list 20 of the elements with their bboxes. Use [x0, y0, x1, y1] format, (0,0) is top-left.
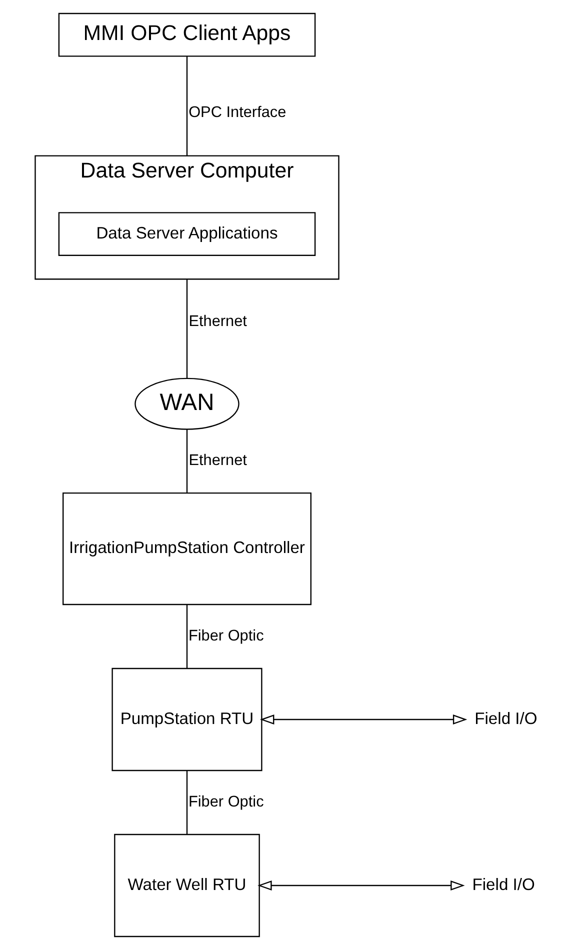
- connector: [186, 429, 188, 493]
- node-box: IrrigationPumpStation Controller: [62, 492, 312, 606]
- node-ellipse: WAN: [134, 378, 240, 430]
- connector: [186, 279, 188, 379]
- edge-label: Fiber Optic: [188, 794, 264, 811]
- node-box: PumpStation RTU: [112, 668, 262, 772]
- node-box: Data Server Applications: [58, 212, 316, 256]
- node-text: Field I/O: [472, 874, 535, 894]
- connector: [186, 56, 188, 156]
- node-box: MMI OPC Client Apps: [58, 12, 316, 57]
- node-text: Field I/O: [474, 708, 538, 728]
- node-box: Water Well RTU: [114, 834, 260, 938]
- edge-label: Fiber Optic: [188, 628, 264, 645]
- edge-label: Ethernet: [188, 312, 247, 330]
- arrow: [260, 714, 468, 724]
- edge-label: OPC Interface: [188, 104, 286, 122]
- connector: [186, 604, 188, 668]
- edge-label: Ethernet: [188, 452, 247, 470]
- arrow: [258, 880, 465, 890]
- connector: [186, 770, 188, 834]
